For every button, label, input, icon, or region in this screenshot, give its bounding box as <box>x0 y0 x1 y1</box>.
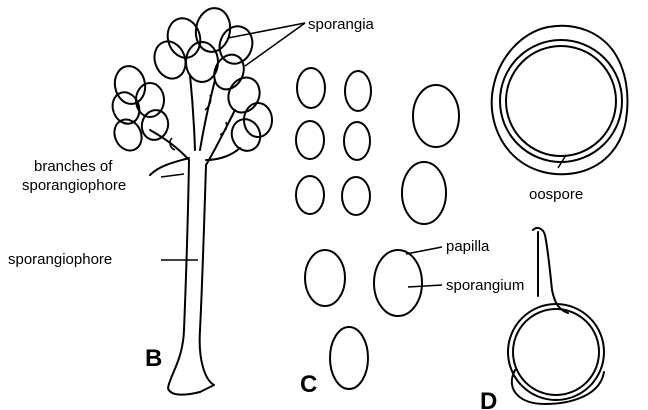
loose-sporangia <box>296 68 459 389</box>
sporangiophore-drawing <box>150 75 240 395</box>
label-oospore: oospore <box>529 186 583 203</box>
label-papilla: papilla <box>446 238 490 255</box>
label-branches-line2: sporangiophore <box>22 177 126 194</box>
leader-lines <box>161 23 566 287</box>
germinating-oospore-drawing <box>508 228 604 404</box>
panel-label-c: C <box>300 371 317 398</box>
label-branches-line1: branches of <box>34 158 113 175</box>
label-sporangiophore: sporangiophore <box>8 251 112 268</box>
panel-label-b: B <box>145 345 162 372</box>
oospore-drawing <box>492 26 628 174</box>
panel-label-d: D <box>480 388 497 410</box>
label-sporangium: sporangium <box>446 277 524 294</box>
label-sporangia: sporangia <box>308 16 375 33</box>
